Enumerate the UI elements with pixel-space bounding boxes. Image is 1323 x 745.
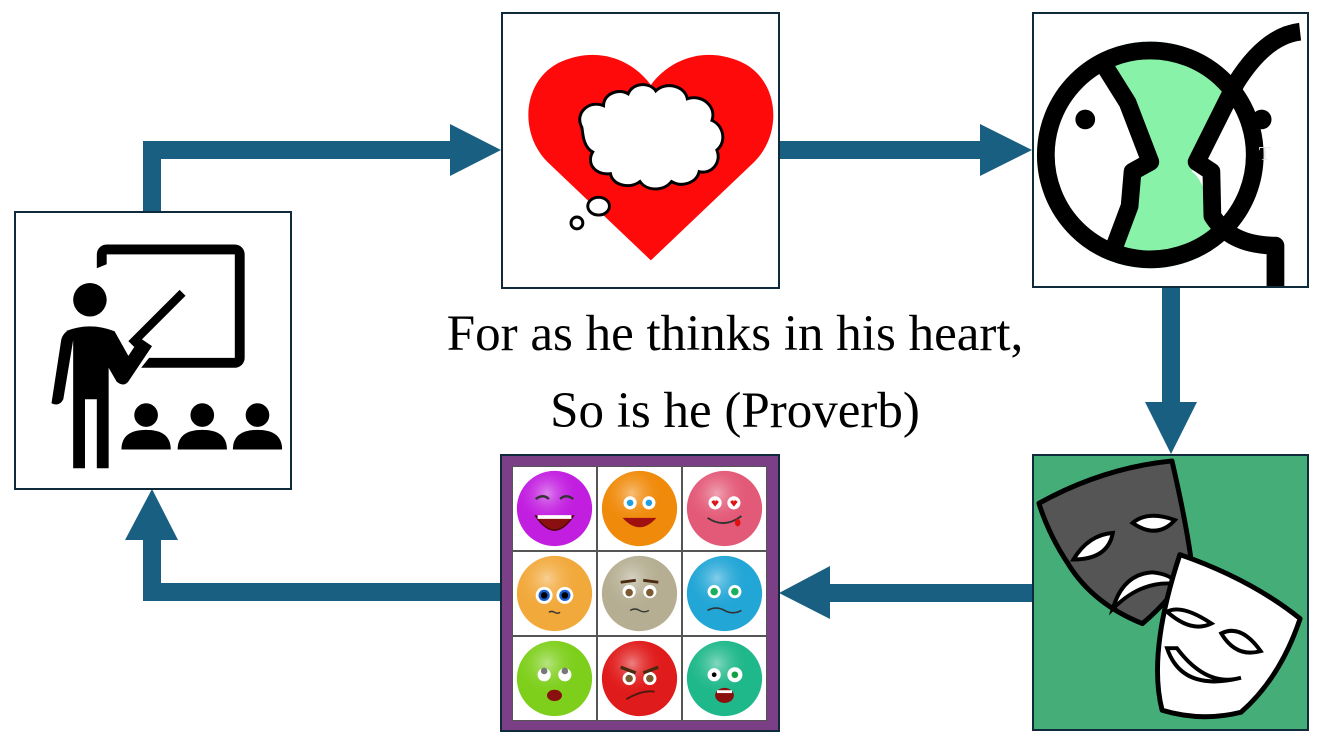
arrow-heart-to-dialogue: [779, 124, 1032, 176]
emoji-pleading: [512, 551, 597, 636]
emoji-happy: [597, 466, 682, 551]
emoji-in-love: [682, 466, 767, 551]
emoji-shocked: [682, 636, 767, 721]
proverb-quote: For as he thinks in his heart, So is he …: [330, 296, 1140, 450]
arrow-masks-to-emotions: [779, 566, 1032, 619]
arrow-emotions-to-teaching: [125, 489, 501, 601]
uneasy-face-icon: [686, 555, 763, 632]
heart-thought-bubble-icon: [528, 54, 774, 261]
quote-line-1: For as he thinks in his heart,: [446, 306, 1024, 362]
two-faces-dialogue-icon: T: [1036, 22, 1307, 286]
laughing-face-icon: [516, 470, 593, 547]
emoji-laughing: [512, 466, 597, 551]
arrow-dialogue-to-masks: [1145, 287, 1197, 454]
emoji-grid: [512, 466, 767, 721]
arrow-teaching-to-heart: [143, 124, 501, 213]
distressed-face-icon: [516, 640, 593, 717]
happy-face-icon: [601, 470, 678, 547]
node-teaching: [14, 211, 292, 490]
pleading-face-icon: [516, 555, 593, 632]
in-love-face-icon: [686, 470, 763, 547]
quote-line-2: So is he (Proverb): [550, 383, 920, 439]
emoji-uneasy: [682, 551, 767, 636]
shocked-face-icon: [686, 640, 763, 717]
node-heart-thought: [501, 12, 780, 289]
node-masks: [1032, 454, 1309, 731]
emoji-angry: [597, 636, 682, 721]
watermark-glyph: T: [1259, 143, 1271, 165]
theater-masks-icon: [1036, 458, 1303, 720]
node-dialogue: T: [1032, 12, 1309, 288]
emoji-worried: [597, 551, 682, 636]
node-emotions: [500, 454, 780, 732]
teacher-presentation-icon: [51, 244, 283, 469]
angry-face-icon: [601, 640, 678, 717]
emoji-distressed: [512, 636, 597, 721]
worried-face-icon: [601, 555, 678, 632]
